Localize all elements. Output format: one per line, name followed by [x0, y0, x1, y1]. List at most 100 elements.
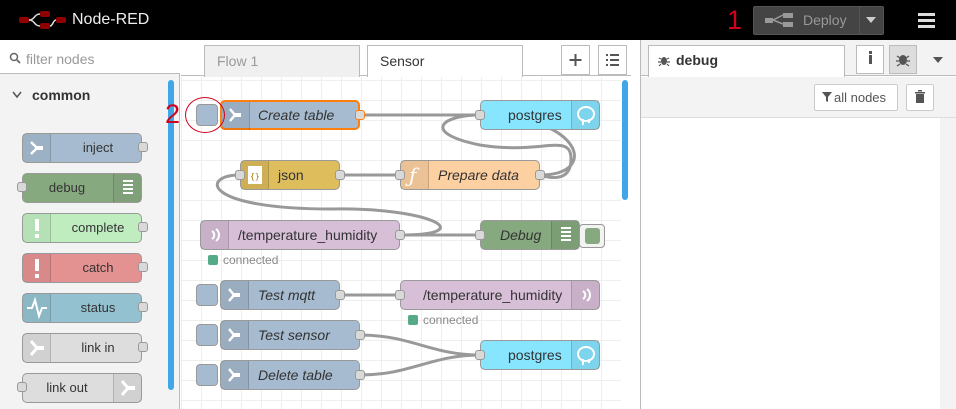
app-title: Node-RED: [72, 11, 150, 28]
output-port: [138, 262, 148, 272]
deploy-dropdown-icon[interactable]: [866, 17, 876, 23]
debug-scrollbar-track[interactable]: [940, 118, 956, 409]
flow-node-mqtt-in[interactable]: [200, 220, 400, 250]
inject-trigger-button[interactable]: [196, 364, 218, 386]
palette-node-complete[interactable]: [22, 213, 142, 243]
deploy-icon: [765, 13, 793, 27]
main-menu-button[interactable]: [910, 8, 938, 32]
sidebar-tab-label: debug: [676, 52, 718, 68]
input-port: [475, 350, 485, 360]
input-port: [395, 170, 405, 180]
palette-category-header[interactable]: [0, 75, 168, 113]
flow-node-prepare-data[interactable]: ƒ: [400, 160, 540, 190]
output-port: [355, 330, 365, 340]
chevron-down-icon[interactable]: [933, 57, 943, 63]
tab-label: Sensor: [380, 53, 425, 69]
palette-node-label: inject: [82, 140, 114, 155]
debug-icon: [551, 221, 579, 249]
palette-node-label: complete: [71, 220, 125, 235]
node-label: postgres: [508, 347, 562, 363]
inject-icon: [221, 321, 249, 349]
output-port: [395, 230, 405, 240]
svg-text:{}: {}: [250, 172, 260, 181]
palette-node-label: debug: [48, 180, 86, 195]
tab-debug[interactable]: [648, 45, 845, 77]
input-port: [475, 230, 485, 240]
palette-filter-input[interactable]: [0, 40, 180, 74]
inject-trigger-button[interactable]: [196, 284, 218, 306]
node-label: /temperature_humidity: [423, 287, 563, 303]
flow-node-debug[interactable]: [480, 220, 580, 250]
palette-node-label: link out: [46, 380, 88, 395]
palette-node-label: link in: [81, 340, 115, 355]
trash-icon: [915, 90, 925, 103]
palette-node-label: catch: [82, 260, 114, 275]
info-icon: [869, 51, 872, 64]
workspace-scrollbar[interactable]: [622, 80, 628, 200]
palette-node-status[interactable]: [22, 293, 142, 323]
tab-label: Flow 1: [217, 53, 259, 69]
palette-category-label: common: [32, 87, 91, 103]
palette-node-link-out[interactable]: [22, 373, 142, 403]
node-label: Delete table: [258, 367, 333, 383]
node-label: Prepare data: [438, 167, 519, 183]
chevron-down-icon: [12, 91, 22, 99]
output-port: [138, 302, 148, 312]
filter-icon: [822, 92, 832, 102]
search-icon: [9, 52, 21, 64]
flow-node-postgres[interactable]: [480, 100, 600, 130]
input-port: [475, 110, 485, 120]
node-status-text: connected: [223, 253, 279, 267]
clear-messages-button[interactable]: [906, 84, 934, 111]
tab-flow-1[interactable]: Flow 1: [204, 45, 360, 77]
flow-node-delete-table[interactable]: [220, 360, 360, 390]
tab-sensor[interactable]: Sensor: [367, 45, 523, 77]
output-port: [355, 370, 365, 380]
exclamation-icon: [23, 214, 51, 242]
flow-node-mqtt-out[interactable]: [400, 280, 600, 310]
palette-node-link-in[interactable]: [22, 333, 142, 363]
flow-node-create-table[interactable]: [220, 100, 360, 130]
node-label: json: [278, 167, 304, 183]
palette-node-inject[interactable]: [22, 133, 142, 163]
postgres-icon: [571, 341, 599, 369]
palette-scrollbar[interactable]: [168, 80, 174, 390]
info-tab-button[interactable]: [856, 45, 884, 74]
add-flow-button[interactable]: [561, 45, 590, 75]
palette-node-label: status: [80, 300, 116, 315]
bug-icon: [896, 55, 910, 67]
filter-nodes-label: all nodes: [834, 90, 887, 105]
input-port: [235, 170, 245, 180]
palette-node-debug[interactable]: [22, 173, 142, 203]
exclamation-icon: [23, 254, 51, 282]
input-port: [17, 382, 27, 392]
node-label: Test mqtt: [258, 287, 316, 303]
postgres-icon: [571, 101, 599, 129]
deploy-divider: [859, 6, 860, 35]
plus-icon: [569, 54, 582, 66]
flow-wires: [215, 113, 576, 377]
link-in-icon: [23, 334, 51, 362]
debug-tab-button[interactable]: [889, 45, 917, 74]
json-icon: {}: [241, 161, 269, 189]
bug-icon: [658, 57, 670, 66]
output-port: [355, 110, 365, 120]
node-label: Test sensor: [258, 327, 330, 343]
node-label: Create table: [258, 107, 335, 123]
inject-trigger-button[interactable]: [196, 324, 218, 346]
mqtt-icon: [571, 281, 599, 309]
node-red-logo-icon: [18, 8, 68, 32]
node-label: postgres: [508, 107, 562, 123]
flow-node-test-sensor[interactable]: [220, 320, 360, 350]
deploy-label: Deploy: [803, 12, 847, 28]
output-port: [335, 290, 345, 300]
node-label: Debug: [500, 227, 542, 243]
pulse-icon: [23, 294, 51, 322]
flow-node-test-mqtt[interactable]: [220, 280, 340, 310]
output-port: [138, 342, 148, 352]
input-port: [17, 182, 27, 192]
filter-placeholder: filter nodes: [26, 51, 95, 67]
list-flows-button[interactable]: [598, 45, 627, 75]
status-dot: [408, 315, 418, 325]
debug-toggle-button[interactable]: [579, 224, 605, 248]
